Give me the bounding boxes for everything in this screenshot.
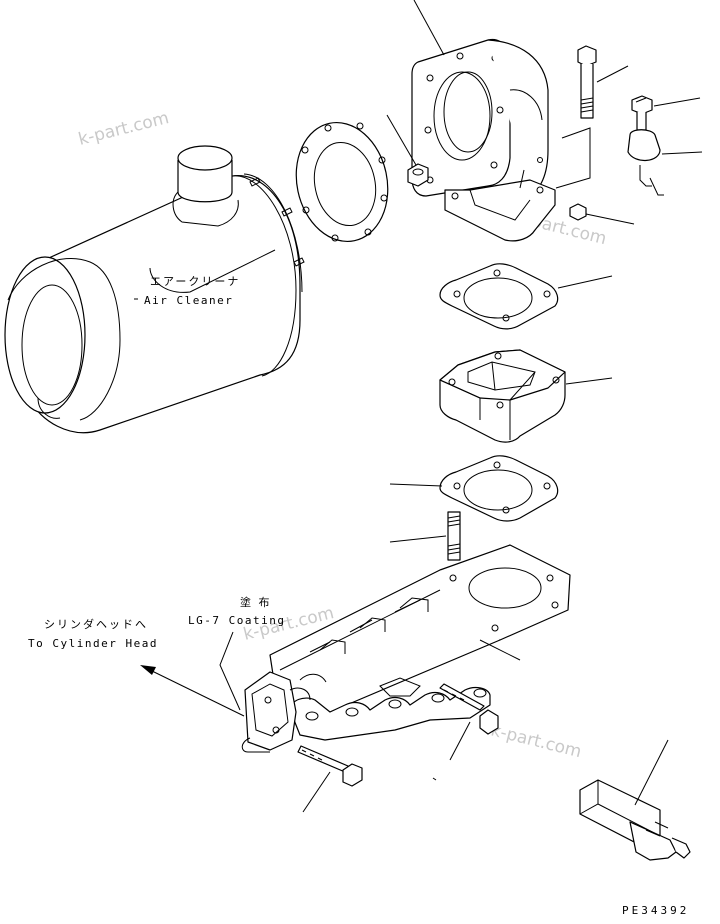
nut-part [407, 163, 429, 187]
watermark: k-part.com [489, 720, 584, 762]
connector-part [631, 95, 653, 115]
bolt-part [439, 683, 499, 735]
coating-label-jp: 塗 布 [240, 595, 272, 609]
cylinder-head-label-jp: シリンダヘッドへ [44, 617, 148, 631]
intake-elbow-part [411, 38, 556, 242]
bolt-part [297, 745, 363, 787]
cylinder-head-label-en: To Cylinder Head [28, 637, 158, 650]
arrow-icon [140, 665, 156, 675]
heater-element-part [579, 779, 691, 861]
coating-label-en: LG-7 Coating [188, 614, 285, 627]
square-gasket-part [439, 455, 559, 522]
bolt-part [577, 45, 597, 119]
small-bolt-part [569, 203, 587, 221]
round-gasket-part [295, 121, 389, 243]
stud-part [447, 511, 461, 561]
intake-manifold-part [241, 544, 571, 753]
spacer-block-part [439, 349, 566, 443]
air-cleaner-label-jp: エアークリーナ [150, 275, 240, 288]
watermark: k-part.com [76, 108, 171, 150]
sensor-part [627, 112, 664, 196]
air-cleaner-label-en: Air Cleaner [144, 294, 233, 307]
air-cleaner-part [4, 145, 305, 434]
square-gasket-part [439, 263, 559, 330]
drawing-number: PE34392 [622, 904, 689, 917]
